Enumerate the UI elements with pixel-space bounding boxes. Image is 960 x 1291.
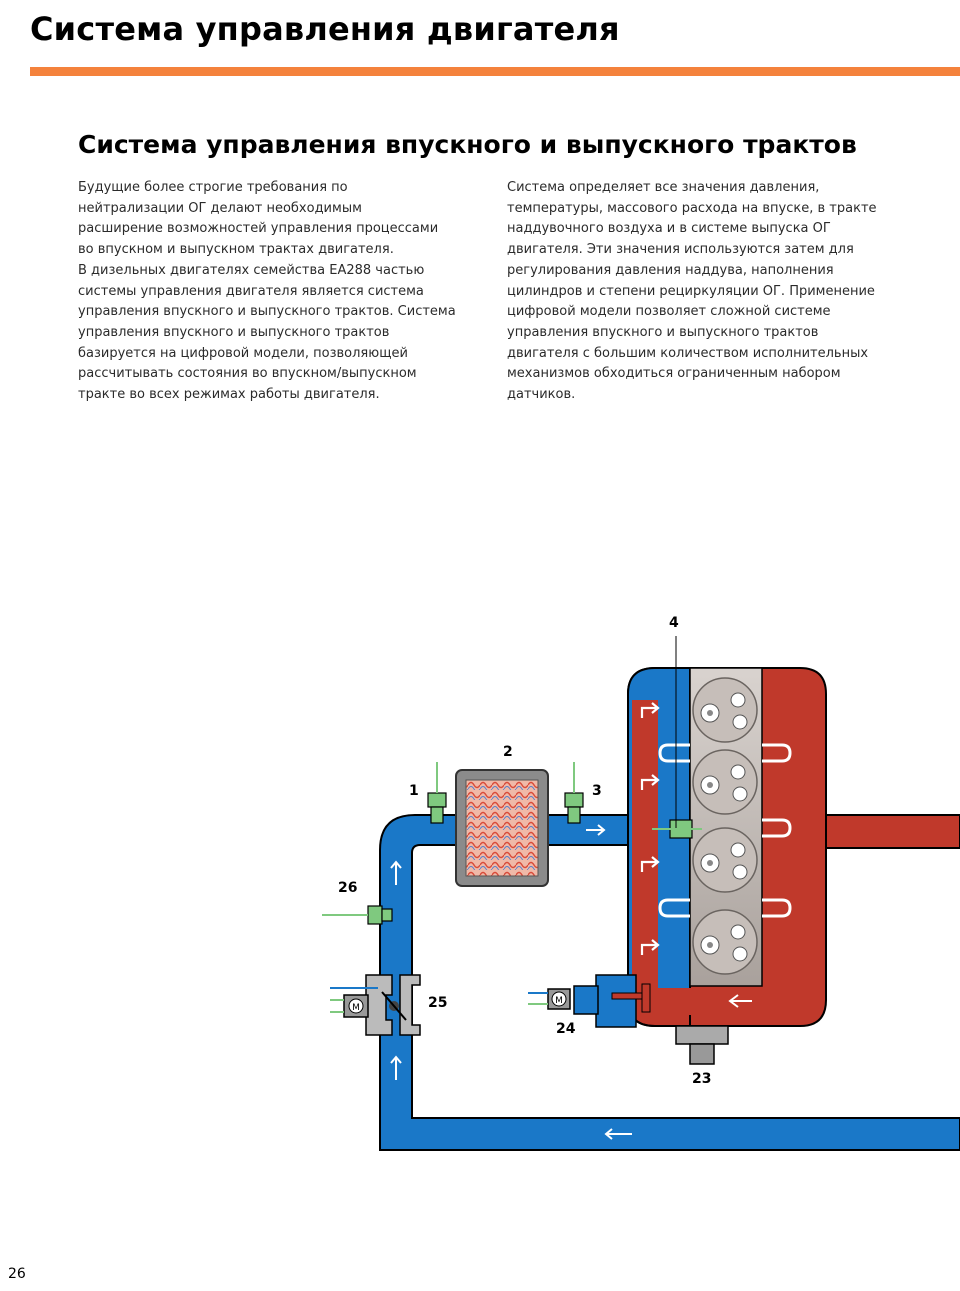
motor-symbol-25: M [352, 1003, 360, 1013]
egr-valve: M [528, 974, 651, 1028]
callout-1: 1 [409, 783, 419, 799]
body-column-right: Система определяет все значения давления… [507, 178, 899, 406]
section-title: Система управления впускного и выпускног… [78, 130, 857, 159]
intake-exhaust-diagram: M M 1 2 3 4 26 25 24 23 [322, 615, 960, 1151]
callout-24: 24 [556, 1021, 576, 1037]
body-text-left: Будущие более строгие требования по нейт… [78, 180, 456, 403]
throttle-valve: M [330, 974, 421, 1036]
callout-4: 4 [669, 615, 679, 631]
page-header-title: Система управления двигателя [30, 10, 620, 48]
page-number: 26 [8, 1266, 26, 1282]
callout-25: 25 [428, 995, 447, 1011]
motor-symbol-24: M [555, 996, 563, 1006]
exhaust-outlet-pipe [814, 814, 960, 849]
charge-air-cooler [455, 769, 549, 887]
callout-2: 2 [503, 744, 513, 760]
callout-3: 3 [592, 783, 602, 799]
engine-block [615, 667, 827, 1027]
oil-sump-fitting [675, 1025, 729, 1065]
body-text-right: Система определяет все значения давления… [507, 180, 877, 403]
orange-rule [30, 67, 960, 76]
flow-arrows [390, 824, 632, 1140]
callout-23: 23 [692, 1071, 711, 1087]
callout-26: 26 [338, 880, 357, 896]
body-column-left: Будущие более строгие требования по нейт… [78, 178, 470, 406]
